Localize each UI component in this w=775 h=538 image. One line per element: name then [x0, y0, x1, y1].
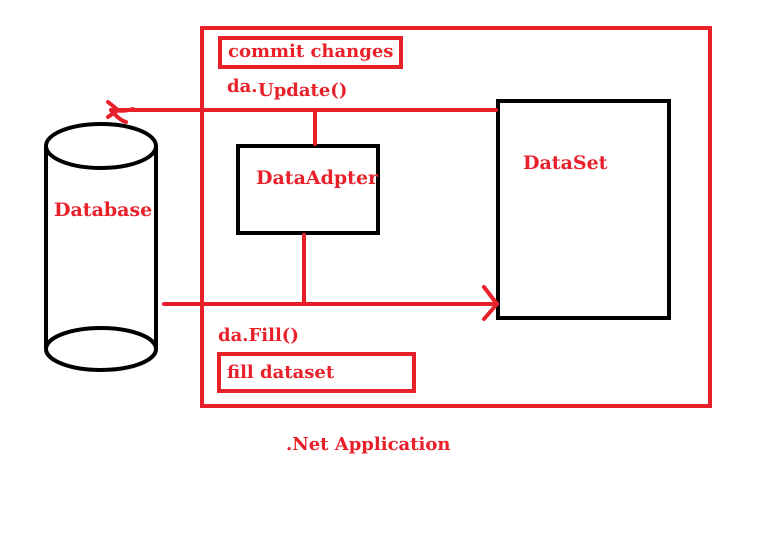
dataadapter-box: [236, 144, 380, 235]
commit-changes-label: commit changes: [218, 36, 404, 69]
database-label: Database: [54, 199, 153, 221]
dataset-label: DataSet: [523, 152, 608, 174]
update-call-label: Update(): [258, 80, 348, 101]
dataadapter-label: DataAdpter: [256, 167, 379, 189]
database-cylinder: [44, 122, 158, 372]
update-prefix-label: da.: [227, 76, 258, 97]
fill-arrow: [162, 233, 499, 321]
update-arrow: [106, 100, 498, 146]
fill-dataset-label: fill dataset: [217, 352, 416, 393]
fill-call-label: da.Fill(): [218, 325, 299, 346]
net-application-label: .Net Application: [286, 434, 451, 455]
dataset-box: [496, 99, 671, 320]
net-application-container: [200, 26, 712, 408]
